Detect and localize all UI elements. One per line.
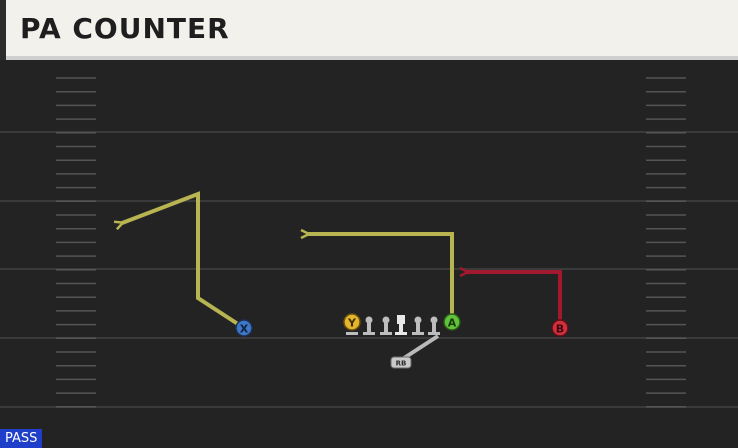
lineman-icon [380, 316, 392, 335]
player-b[interactable]: B [551, 319, 569, 337]
player-x-label: X [240, 323, 249, 336]
play-type-badge: PASS [0, 429, 43, 448]
player-y[interactable]: Y [343, 313, 361, 335]
a-route [308, 234, 454, 322]
play-header: PA COUNTER [0, 0, 738, 60]
player-x[interactable]: X [235, 319, 253, 337]
header-accent-bar [0, 0, 6, 60]
player-b-label: B [556, 323, 564, 336]
center-icon [395, 315, 407, 335]
rb-block-route [399, 334, 440, 362]
x-route [122, 191, 246, 330]
lineman-icon [428, 316, 440, 335]
play-field: X Y A B RB [0, 77, 738, 408]
offensive-line [363, 315, 440, 335]
player-a[interactable]: A [443, 313, 461, 331]
lineman-icon [412, 316, 424, 335]
hash-marks-right [646, 77, 686, 408]
yard-lines [0, 131, 738, 408]
player-y-label: Y [347, 317, 357, 330]
player-a-label: A [448, 317, 457, 330]
hash-marks-left [56, 77, 96, 408]
b-route [467, 272, 562, 328]
lineman-icon [363, 316, 375, 335]
play-title: PA COUNTER [20, 12, 230, 45]
player-rb[interactable]: RB [390, 356, 412, 369]
player-rb-label: RB [396, 360, 407, 368]
